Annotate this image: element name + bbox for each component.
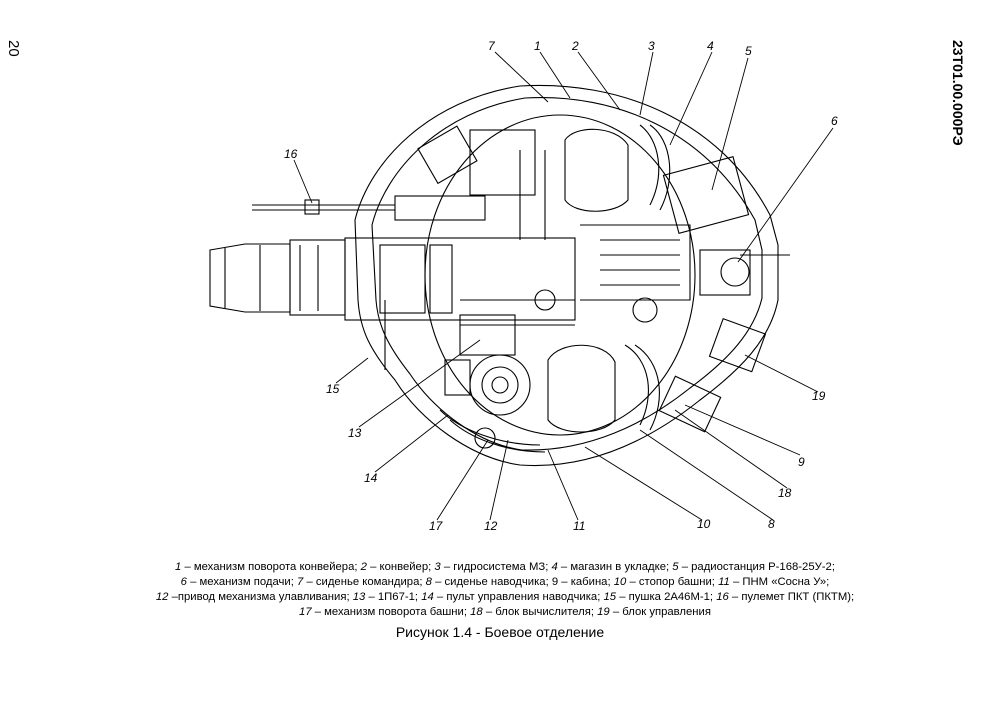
document-code: 23Т01.00.000РЭ bbox=[950, 40, 966, 146]
callout-3: 3 bbox=[648, 39, 655, 53]
figure-caption: Рисунок 1.4 - Боевое отделение bbox=[395, 624, 605, 640]
figure-legend: 1 – механизм поворота конвейера; 2 – кон… bbox=[110, 560, 900, 620]
radio-station bbox=[662, 156, 750, 234]
legend-text: – пулемет ПКТ (ПКТМ); bbox=[728, 591, 855, 603]
legend-number: 10 bbox=[613, 576, 627, 588]
callout-19: 19 bbox=[812, 389, 826, 403]
legend-text: – ПНМ «Сосна У»; bbox=[729, 576, 830, 588]
legend-text: – механизм подачи; bbox=[186, 576, 298, 588]
callout-11: 11 bbox=[573, 519, 585, 533]
legend-line: 6 – механизм подачи; 7 – сиденье команди… bbox=[110, 575, 900, 590]
callout-13: 13 bbox=[348, 426, 362, 440]
legend-number: 7 bbox=[297, 576, 304, 588]
legend-number: 15 bbox=[603, 591, 617, 603]
ammo-sphere-top bbox=[564, 128, 629, 212]
callout-17: 17 bbox=[429, 519, 444, 533]
legend-text: – блок вычислителя; bbox=[482, 606, 598, 618]
legend-text: – конвейер; bbox=[366, 561, 435, 573]
gun-muzzle bbox=[209, 243, 291, 313]
legend-text: – сиденье командира; bbox=[303, 576, 426, 588]
turret-inner-outline bbox=[371, 97, 763, 451]
legend-number: 5 bbox=[672, 561, 679, 573]
callout-2: 2 bbox=[571, 39, 579, 53]
legend-number: 17 bbox=[299, 606, 312, 618]
legend-number: 2 bbox=[360, 561, 367, 573]
legend-number: 6 bbox=[180, 576, 187, 588]
legend-number: 4 bbox=[551, 561, 558, 573]
legend-number: 3 bbox=[434, 561, 441, 573]
legend-number: 18 bbox=[470, 606, 483, 618]
legend-number: 14 bbox=[421, 591, 434, 603]
callout-18: 18 bbox=[778, 486, 792, 500]
legend-text: – магазин в укладке; bbox=[557, 561, 673, 573]
legend-text: – сиденье наводчика; 9 – кабина; bbox=[431, 576, 614, 588]
callout-15: 15 bbox=[326, 382, 340, 396]
legend-text: – гидросистема МЗ; bbox=[440, 561, 552, 573]
turret-drawing-svg: 7 1 2 3 4 5 6 16 15 13 14 17 12 11 10 8 … bbox=[209, 39, 838, 533]
callout-12: 12 bbox=[484, 519, 498, 533]
turret-outline bbox=[354, 84, 779, 467]
callout-16: 16 bbox=[284, 147, 298, 161]
callout-9: 9 bbox=[798, 455, 805, 469]
legend-text: – механизм поворота конвейера; bbox=[181, 561, 361, 573]
callout-10: 10 bbox=[697, 517, 711, 531]
legend-line: 17 – механизм поворота башни; 18 – блок … bbox=[110, 605, 900, 620]
legend-text: –привод механизма улавливания; bbox=[168, 591, 353, 603]
legend-number: 11 bbox=[718, 576, 730, 588]
computer-block bbox=[658, 375, 722, 433]
callout-7: 7 bbox=[488, 39, 496, 53]
turret-drawing: 7 1 2 3 4 5 6 16 15 13 14 17 12 11 10 8 … bbox=[195, 35, 845, 550]
commander-seat bbox=[417, 125, 478, 185]
legend-text: – пульт управления наводчика; bbox=[433, 591, 604, 603]
callout-5: 5 bbox=[745, 44, 752, 58]
legend-text: – 1П67-1; bbox=[365, 591, 422, 603]
legend-text: – блок управления bbox=[609, 606, 711, 618]
turret-ring bbox=[424, 114, 696, 436]
legend-text: – механизм поворота башни; bbox=[311, 606, 471, 618]
legend-number: 16 bbox=[716, 591, 729, 603]
legend-number: 8 bbox=[425, 576, 432, 588]
legend-line: 12 –привод механизма улавливания; 13 – 1… bbox=[110, 590, 900, 605]
legend-text: – пушка 2А46М-1; bbox=[616, 591, 717, 603]
legend-number: 19 bbox=[597, 606, 610, 618]
callout-4: 4 bbox=[707, 39, 714, 53]
callout-6: 6 bbox=[831, 114, 838, 128]
legend-number: 12 bbox=[155, 591, 169, 603]
sight-1p67 bbox=[469, 354, 531, 416]
callout-14: 14 bbox=[364, 471, 378, 485]
legend-number: 1 bbox=[175, 561, 182, 573]
legend-line: 1 – механизм поворота конвейера; 2 – кон… bbox=[110, 560, 900, 575]
control-block bbox=[708, 317, 767, 373]
legend-text: – радиостанция Р-168-25У-2; bbox=[678, 561, 835, 573]
legend-text: – стопор башни; bbox=[626, 576, 719, 588]
callout-8: 8 bbox=[768, 517, 775, 531]
page-number: 20 bbox=[5, 40, 22, 57]
callout-1: 1 bbox=[534, 39, 541, 53]
legend-number: 13 bbox=[352, 591, 366, 603]
ammo-sphere-bottom bbox=[547, 344, 616, 433]
